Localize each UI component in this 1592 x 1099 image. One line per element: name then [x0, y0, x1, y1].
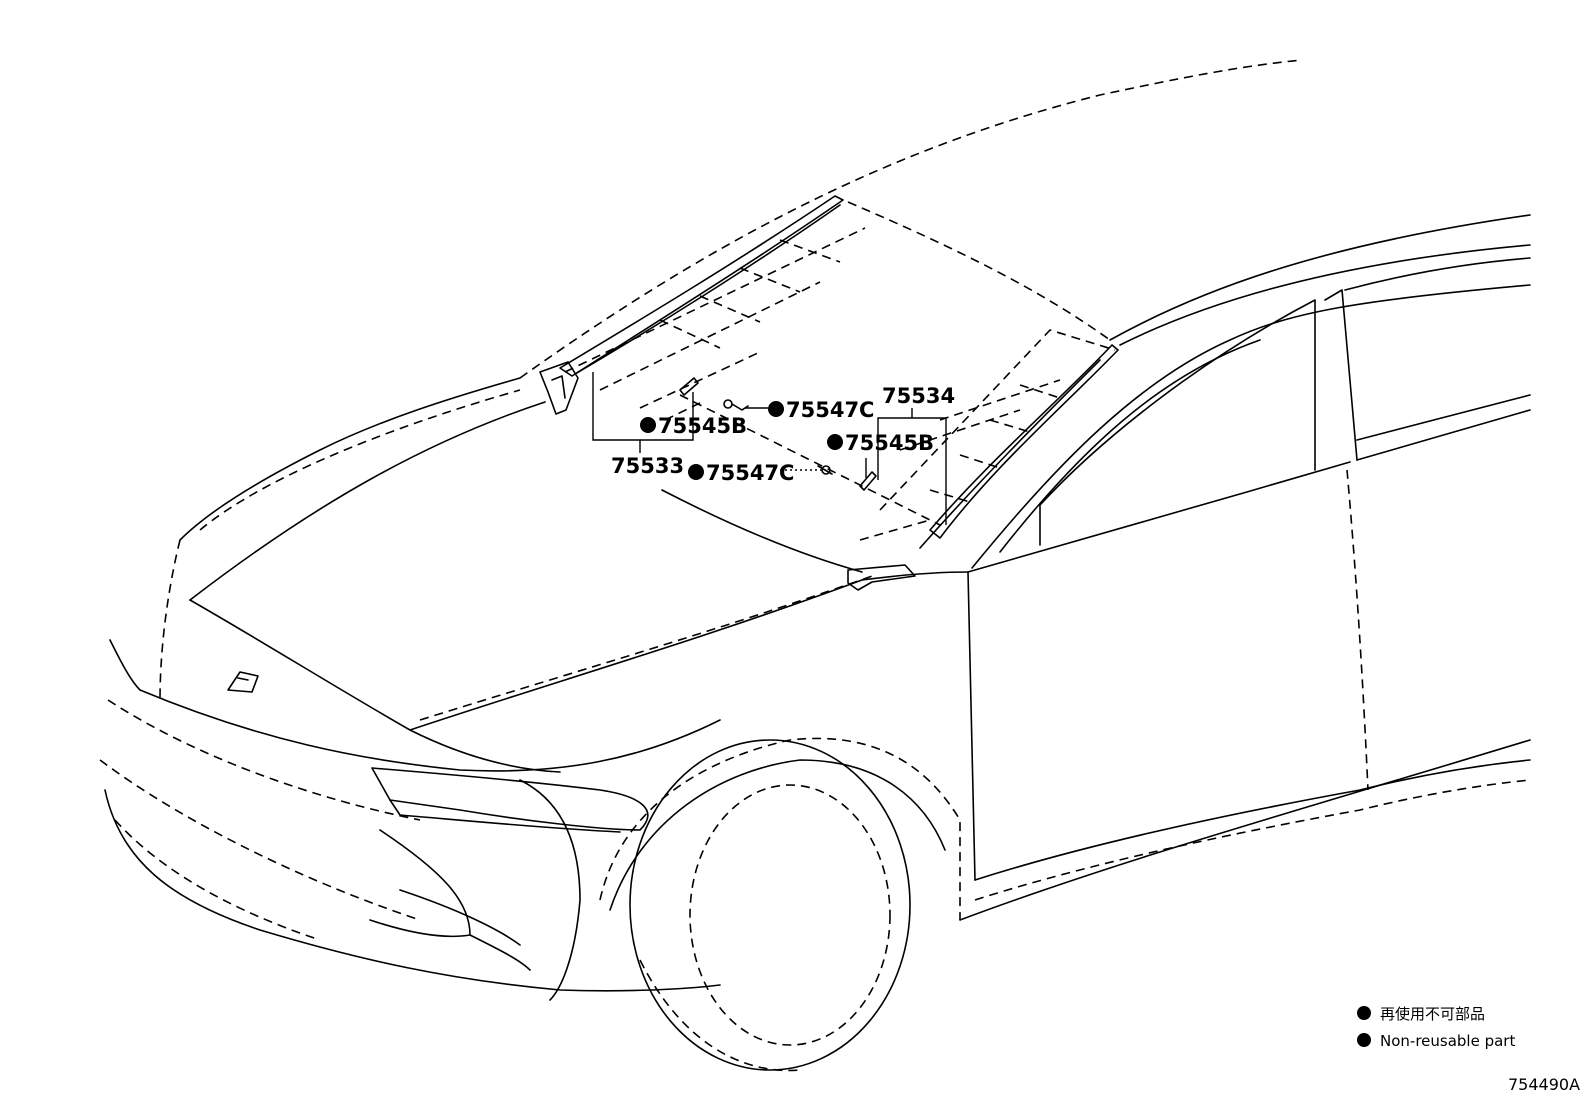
legend-line-en: Non-reusable part: [1380, 1032, 1515, 1050]
legend-dot: [1357, 1033, 1371, 1047]
callout-75547c-top: 75547C: [768, 398, 874, 422]
tire-outer: [629, 739, 911, 1071]
vehicle-outline: [99, 59, 1531, 1072]
legend: 再使用不可部品 Non-reusable part: [1357, 1005, 1515, 1050]
callout-75547c-low: 75547C: [688, 461, 794, 485]
non-reusable-marker: [640, 417, 656, 433]
clip-75547c-top[interactable]: [723, 399, 749, 411]
callout-label: 75545B: [658, 414, 747, 438]
tire-inner: [689, 784, 891, 1046]
callout-75533: 75533: [611, 454, 684, 478]
clip-75545b-left[interactable]: [679, 377, 699, 396]
figure-code: 754490A: [1508, 1075, 1580, 1094]
clip-75545b-right[interactable]: [859, 471, 877, 491]
legend-line-jp: 再使用不可部品: [1380, 1005, 1485, 1023]
left-pillar-molding[interactable]: [539, 195, 844, 415]
non-reusable-marker: [827, 434, 843, 450]
callout-label: 75545B: [845, 431, 934, 455]
callout-label: 75534: [882, 384, 955, 408]
non-reusable-marker: [688, 464, 704, 480]
callout-label: 75547C: [706, 461, 794, 485]
callout-75534: 75534: [882, 384, 955, 408]
callout-75545b-left: 75545B: [640, 414, 747, 438]
non-reusable-marker: [768, 401, 784, 417]
right-pillar-molding[interactable]: [847, 344, 1119, 591]
callout-75545b-right: 75545B: [827, 431, 934, 455]
callout-label: 75547C: [786, 398, 874, 422]
callout-label: 75533: [611, 454, 684, 478]
leader-lines: [592, 372, 947, 525]
legend-dot: [1357, 1006, 1371, 1020]
